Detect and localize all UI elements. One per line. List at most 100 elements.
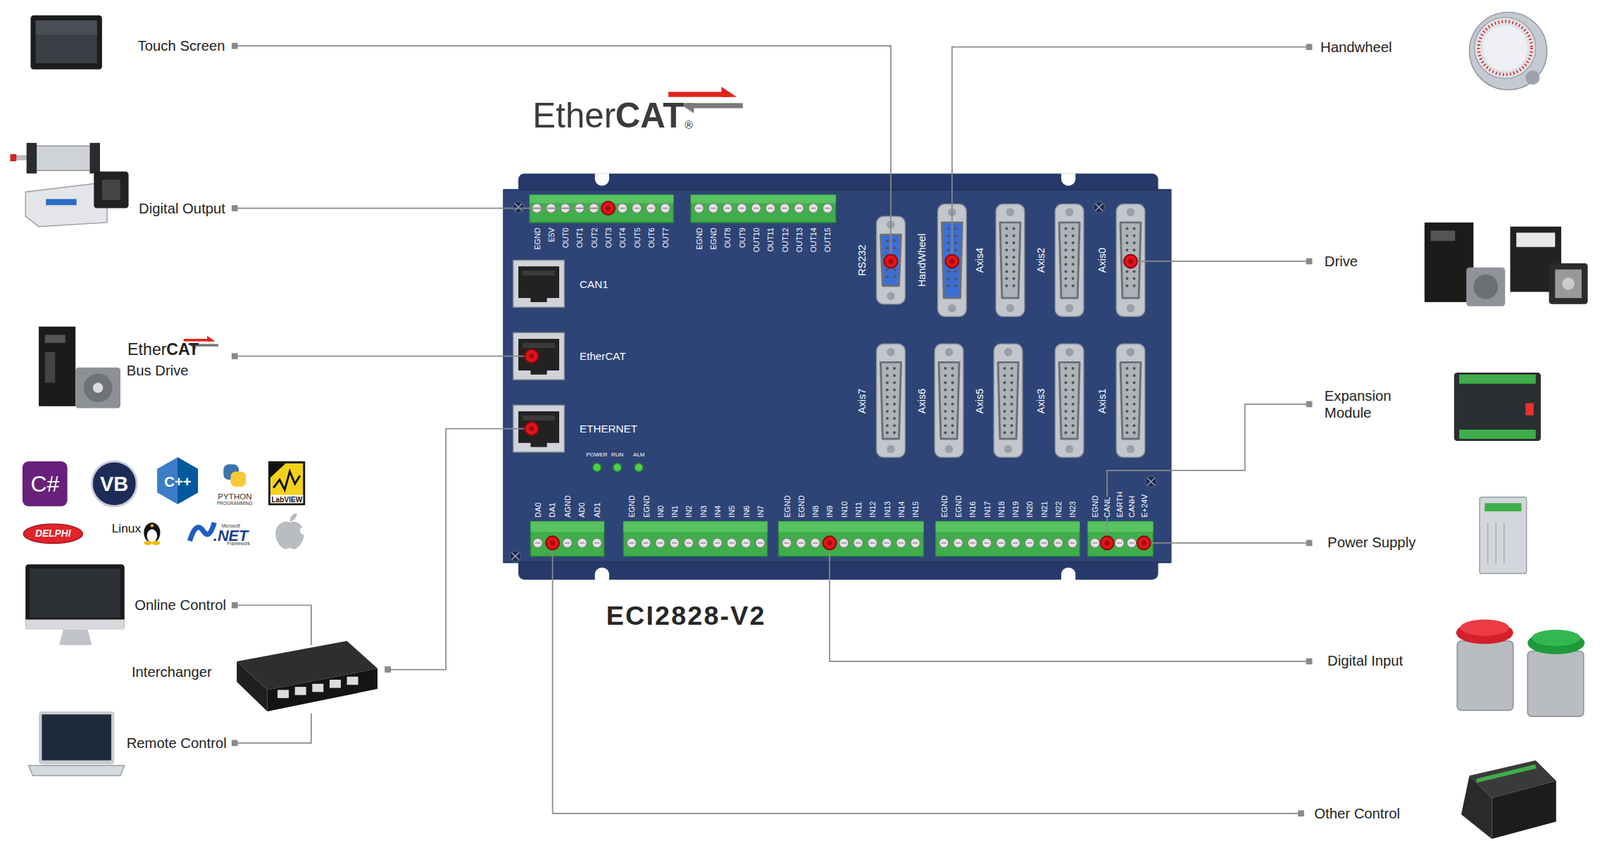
- pin-label: OUT13: [794, 227, 804, 253]
- logo-text: Ether: [127, 341, 167, 358]
- db-pin: [1064, 241, 1067, 245]
- device-label: Digital Output: [138, 200, 226, 217]
- port-marker: [525, 349, 539, 363]
- db-pin: [885, 402, 889, 406]
- port-marker: [528, 353, 534, 359]
- db-pin: [892, 423, 896, 427]
- db-pin: [892, 366, 896, 370]
- db-pin: [1133, 234, 1136, 238]
- terminal-screw: [753, 207, 759, 209]
- pin-label: OUT3: [603, 227, 613, 248]
- db-connector: [1059, 222, 1080, 298]
- pin-label: OUT4: [617, 227, 627, 248]
- db-pin: [1125, 241, 1129, 245]
- db-pin: [1012, 248, 1016, 252]
- terminal-screw: [1114, 538, 1124, 548]
- db-pin: [892, 239, 896, 243]
- handwheel-icon: [1474, 17, 1536, 79]
- db-pin: [1133, 430, 1136, 434]
- status-led: [592, 463, 602, 472]
- pin-label: OUT8: [723, 227, 733, 248]
- db-pin: [892, 416, 896, 420]
- logo-text: C#: [30, 471, 60, 498]
- db-pin: [951, 416, 955, 420]
- db-pin: [947, 227, 950, 231]
- pin-label: AD0: [577, 502, 587, 517]
- screw: [1093, 201, 1105, 213]
- db-pin: [1064, 395, 1067, 399]
- terminal-screw: [722, 203, 732, 213]
- touch-screen-icon: [35, 20, 98, 35]
- terminal-screw: [796, 538, 806, 548]
- terminal-screw: [535, 542, 541, 543]
- terminal-block: [690, 195, 836, 223]
- pin-label: EGND: [953, 495, 963, 517]
- db-pin: [954, 248, 958, 252]
- db-pin: [1071, 366, 1075, 370]
- terminal-screw: [884, 542, 890, 543]
- pin-label: IN16: [967, 501, 977, 518]
- db-pin: [885, 373, 889, 377]
- computer-icon: [29, 568, 121, 618]
- terminal-screw: [1128, 542, 1134, 543]
- db-pin: [1010, 380, 1014, 384]
- db-pin: [1002, 388, 1006, 391]
- db-pin: [1133, 269, 1136, 273]
- port-marker: [525, 421, 539, 436]
- db-pin: [951, 402, 955, 406]
- terminal-screw: [984, 542, 990, 543]
- db-pin: [951, 430, 955, 434]
- port-marker: [945, 254, 959, 269]
- pin-label: OUT14: [808, 227, 818, 253]
- leader-line: [1143, 542, 1310, 544]
- logo-text: PYTHON: [217, 491, 252, 501]
- computer-icon: [25, 564, 125, 645]
- db-pin: [1133, 241, 1136, 245]
- db-pin: [1002, 373, 1006, 377]
- pin-label: OUT12: [780, 227, 790, 253]
- port-marker: [823, 535, 837, 550]
- db-pin: [947, 269, 950, 273]
- terminal-screw: [1116, 542, 1122, 543]
- db-pin: [1004, 255, 1008, 259]
- db-pin: [951, 388, 955, 391]
- port-marker: [1104, 540, 1110, 546]
- db-pin: [1002, 402, 1006, 406]
- pin-label: EGND: [694, 227, 704, 250]
- pin-label: EGND: [641, 495, 651, 517]
- terminal-screw: [798, 542, 804, 543]
- db-pin: [943, 366, 947, 370]
- logo-text: CAT: [615, 97, 685, 133]
- db-pin: [1071, 402, 1075, 406]
- terminal-screw: [726, 538, 736, 548]
- terminal-screw: [796, 207, 802, 209]
- db-pin: [954, 234, 958, 238]
- terminal-screw: [641, 538, 651, 548]
- db-pin: [1133, 395, 1136, 399]
- board-drawing: [502, 173, 1172, 580]
- terminal-screw: [1041, 542, 1047, 543]
- db-pin: [1010, 388, 1014, 391]
- db-pin: [954, 269, 958, 273]
- db-connector: [1126, 208, 1136, 217]
- laptop-icon: [28, 711, 125, 776]
- handwheel-icon: [1525, 70, 1540, 85]
- pin-label: IN3: [698, 505, 708, 518]
- language-logos: [230, 471, 246, 487]
- pin-label: EGND: [708, 227, 718, 250]
- pin-label: DA1: [547, 502, 558, 517]
- db-connector: [880, 361, 901, 439]
- pin-label: OUT9: [737, 227, 747, 248]
- terminal-screw: [671, 542, 677, 543]
- db-pin: [885, 388, 889, 391]
- db-pin: [1064, 255, 1067, 259]
- terminal-screw: [696, 207, 702, 209]
- language-logos: [273, 471, 300, 490]
- leader-end: [1306, 400, 1313, 408]
- terminal-screw: [1092, 542, 1098, 543]
- terminal-screw: [765, 203, 775, 213]
- terminal-block: [935, 521, 1080, 556]
- db-pin: [954, 284, 958, 288]
- terminal-screw: [1067, 538, 1077, 548]
- laptop-icon: [41, 714, 112, 760]
